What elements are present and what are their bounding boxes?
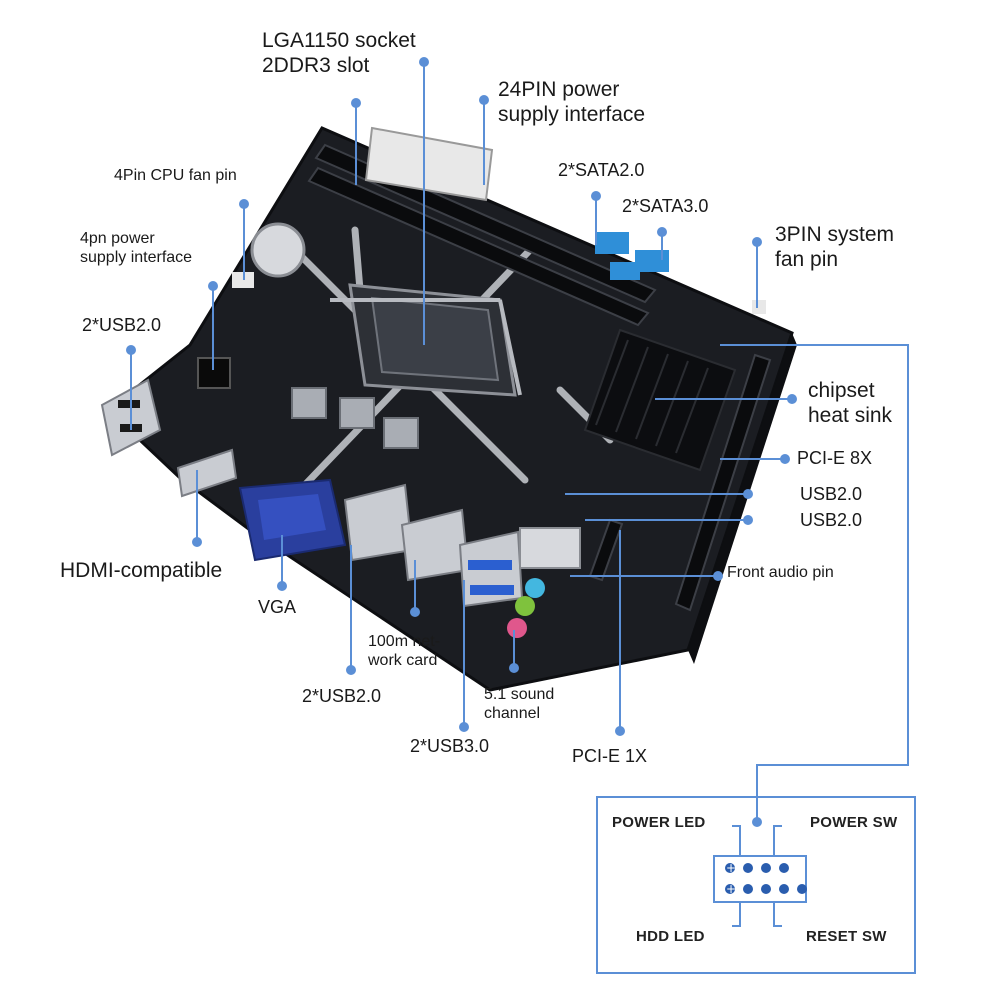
front-panel-box: + + POWER LED POWER SW HDD LED RESET SW [596, 796, 916, 974]
rear-audio-jacks [507, 527, 581, 638]
label-sound-line2: channel [484, 705, 541, 723]
label-cpu-fan: 4Pin CPU fan pin [114, 167, 237, 184]
label-vga: VGA [258, 597, 297, 617]
label-socket-line2: 2DDR3 slot [262, 54, 370, 78]
label-hdmi: HDMI-compatible [60, 559, 223, 582]
label-4pin: 4pn power supply interface [80, 229, 192, 267]
label-usb3: 2*USB3.0 [410, 736, 490, 756]
label-sound-line1: 5.1 sound [484, 686, 555, 703]
label-sys-fan-line2: fan pin [775, 248, 839, 272]
label-sata2: 2*SATA2.0 [558, 160, 645, 180]
label-sata3: 2*SATA3.0 [622, 196, 709, 216]
label-front-audio: Front audio pin [727, 564, 834, 581]
label-network-line1: 100m net- [368, 633, 441, 650]
label-network: 100m net- work card [368, 632, 440, 670]
label-usb2-a: USB2.0 [800, 484, 863, 504]
label-24pin-line2: supply interface [498, 103, 646, 127]
board-edge [688, 333, 797, 664]
label-chipset-line2: heat sink [808, 404, 893, 428]
label-reset-sw: RESET SW [806, 928, 887, 945]
atx-24pin-connector [364, 126, 494, 202]
label-sys-fan-line1: 3PIN system [775, 223, 895, 246]
vrm-chokes [291, 387, 419, 449]
rear-hdmi-port [176, 448, 238, 498]
label-sound: 5.1 sound channel [484, 685, 554, 723]
label-usb2-left: 2*USB2.0 [82, 315, 162, 335]
label-4pin-line2: supply interface [80, 249, 193, 267]
cmos-battery [250, 222, 306, 278]
label-hdd-led: HDD LED [636, 928, 705, 945]
plus-sign-bottom: + [726, 882, 736, 896]
cpu-socket [330, 283, 522, 397]
label-power-sw: POWER SW [810, 814, 898, 831]
label-sys-fan: 3PIN system fan pin [775, 222, 894, 272]
pcie-1x-slot [588, 518, 624, 582]
label-4pin-line1: 4pn power [80, 230, 155, 247]
system-fan-header [752, 300, 766, 314]
front-panel-header-drawing: + + [713, 825, 807, 927]
leader-front-panel [720, 344, 909, 822]
sata-ports [595, 232, 669, 280]
label-usb2-bottom: 2*USB2.0 [302, 686, 382, 706]
rear-usb3-port [458, 530, 524, 608]
rear-vga-port [238, 478, 347, 562]
label-pcie8: PCI-E 8X [797, 448, 873, 468]
label-24pin-line1: 24PIN power [498, 78, 620, 101]
label-pcie1: PCI-E 1X [572, 746, 648, 766]
label-24pin: 24PIN power supply interface [498, 77, 645, 127]
label-socket: LGA1150 socket 2DDR3 slot [262, 28, 416, 78]
label-usb2-b: USB2.0 [800, 510, 863, 530]
label-socket-line1: LGA1150 socket [262, 29, 416, 52]
plus-sign-top: + [726, 861, 736, 875]
label-network-line2: work card [368, 652, 438, 670]
label-chipset: chipset heat sink [808, 378, 892, 428]
label-chipset-line1: chipset [808, 379, 875, 402]
label-power-led: POWER LED [612, 814, 706, 831]
